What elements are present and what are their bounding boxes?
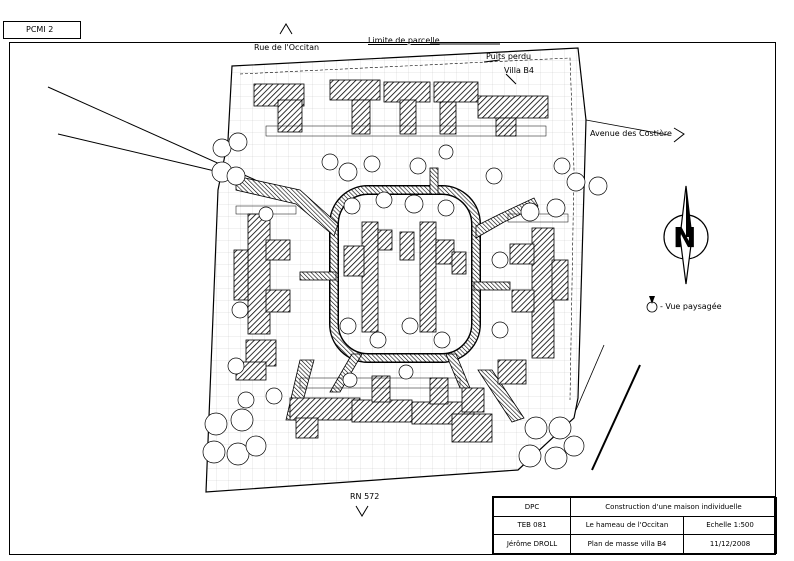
villas-inner [343, 221, 467, 333]
view-marker-icon [646, 296, 658, 313]
label-well: Puits perdu [486, 52, 532, 61]
cartouche-date: 11/12/2008 [682, 534, 778, 554]
sheet-frame [9, 42, 776, 555]
cartouche-author: Jérôme DROLL [493, 534, 571, 554]
cartouche-site: Le hameau de l'Occitan [570, 515, 684, 536]
cartouche-company: DPC [493, 497, 571, 517]
street-arrows [279, 23, 685, 517]
cartouche-drawing: Plan de masse villa B4 [570, 534, 684, 554]
cartouche-project: Construction d'une maison individuelle [569, 497, 778, 517]
label-villa: Villa B4 [504, 66, 534, 75]
villas-right [497, 227, 569, 385]
label-avenue: Avenue des Costière [590, 129, 672, 138]
title-block: DPC Construction d'une maison individuel… [492, 496, 778, 555]
trees [202, 132, 608, 470]
cartouche-code: TEB 081 [493, 515, 571, 536]
villas-top [253, 79, 549, 137]
north-compass-icon [663, 185, 709, 285]
label-street-top: Rue de l'Occitan [254, 43, 320, 52]
sheet-tag: PCMI 2 [3, 21, 81, 39]
label-parcel-limit: Limite de parcelle [368, 36, 440, 45]
villas-bottom [289, 375, 493, 443]
label-view-legend: - Vue paysagée [660, 302, 722, 311]
north-letter: N [673, 221, 697, 254]
cartouche-scale: Echelle 1:500 [682, 515, 778, 536]
label-road-bottom: RN 572 [350, 492, 380, 501]
